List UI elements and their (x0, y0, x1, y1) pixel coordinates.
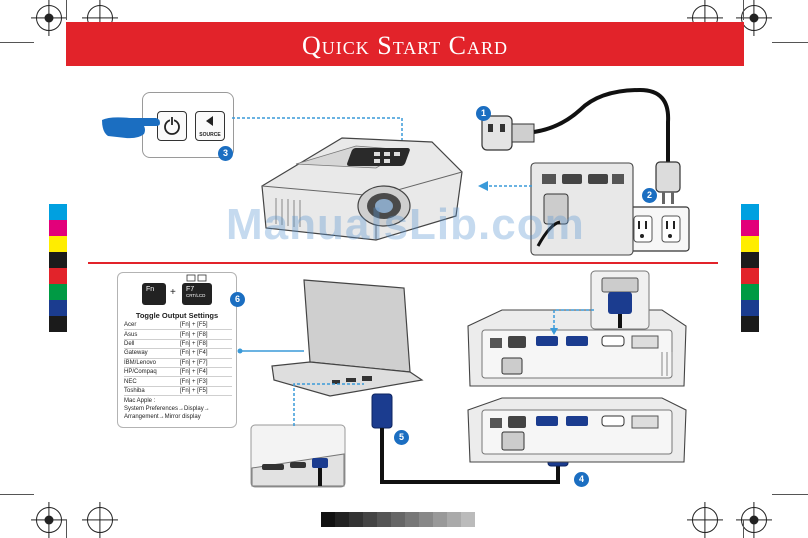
laptop-port-detail (250, 424, 346, 488)
power-cord-illustration (481, 87, 681, 204)
table-row: Toshiba[Fn] + [F5] (124, 387, 232, 397)
trim-line (743, 520, 744, 538)
trim-line (772, 42, 808, 43)
left-arrow-icon (206, 116, 213, 126)
source-button: SOURCE (195, 111, 225, 141)
table-row: Asus[Fn] + [F8] (124, 330, 232, 340)
power-icon (164, 115, 180, 135)
color-bar-right (741, 204, 759, 332)
trim-line (66, 0, 67, 20)
toggle-table: Acer[Fn] + [F5] Asus[Fn] + [F8] Dell[Fn]… (124, 321, 232, 397)
f7-label: F7 (186, 286, 195, 293)
title-banner: Quick Start Card (66, 22, 744, 66)
toggle-output-card: Fn + F7 CRT/LCD Toggle Output Settings A… (117, 272, 237, 428)
callout-1: 1 (476, 106, 491, 121)
page-title: Quick Start Card (301, 31, 509, 60)
wall-outlet-illustration (624, 206, 690, 252)
color-bar-left (49, 204, 67, 332)
callout-4: 4 (574, 472, 589, 487)
table-row: Gateway[Fn] + [F4] (124, 349, 232, 359)
power-button (157, 111, 187, 141)
callout-5: 5 (394, 430, 409, 445)
table-row: Acer[Fn] + [F5] (124, 321, 232, 331)
grayscale-bar (321, 512, 475, 527)
f7-sublabel: CRT/LCD (186, 293, 206, 298)
callout-2: 2 (642, 188, 657, 203)
trim-line (772, 494, 808, 495)
trim-line (0, 494, 34, 495)
plus-sign: + (170, 287, 176, 298)
guide-line (293, 383, 364, 426)
trim-line (66, 520, 67, 538)
projector-illustration (261, 137, 463, 241)
registration-mark-top-far-right (741, 5, 767, 31)
mac-line-1: System Preferences→Display→ (124, 406, 210, 412)
guide-line (550, 309, 594, 335)
fn-key: Fn (142, 283, 166, 305)
table-row: IBM/Lenovo[Fn] + [F7] (124, 359, 232, 368)
trim-line (0, 42, 34, 43)
registration-mark-top-left (36, 5, 62, 31)
callout-6: 6 (230, 292, 245, 307)
laptop-illustration (271, 279, 424, 397)
vga-port-detail (590, 270, 650, 330)
table-row: NEC[Fn] + [F3] (124, 377, 232, 387)
registration-mark-bottom-right (692, 507, 718, 533)
mac-instructions: Mac Apple : System Preferences→Display→ … (124, 397, 234, 421)
source-label: SOURCE (199, 132, 221, 138)
table-row: HP/Compaq[Fn] + [F4] (124, 368, 232, 378)
toggle-table-title: Toggle Output Settings (135, 311, 219, 320)
pointing-hand-icon (102, 117, 160, 139)
registration-mark-bottom-far-right (741, 507, 767, 533)
guide-line (237, 348, 304, 354)
watermark: ManualsLib.com (226, 200, 585, 249)
registration-mark-bottom-left (36, 507, 62, 533)
callout-3: 3 (218, 146, 233, 161)
mac-heading: Mac Apple : (124, 398, 156, 404)
table-row: Dell[Fn] + [F8] (124, 340, 232, 350)
f7-key: F7 CRT/LCD (182, 283, 212, 305)
projector-rear-illustration-lower (467, 397, 687, 463)
section-divider (88, 262, 718, 264)
registration-mark-bottom-center (87, 507, 113, 533)
mac-line-2: Arrangement→Mirror display (124, 414, 201, 420)
guide-arrow (478, 181, 532, 191)
monitor-icon (186, 274, 207, 282)
trim-line (743, 0, 744, 20)
projector-rear-panel (530, 162, 634, 256)
